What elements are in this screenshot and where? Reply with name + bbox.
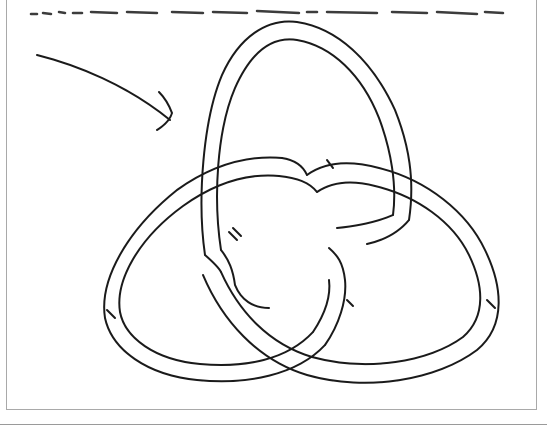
trefoil-knot [104, 21, 498, 382]
knot-image [6, 0, 537, 410]
trefoil-knot-drawing [7, 0, 537, 410]
bottom-rule [0, 424, 547, 425]
arrow-pointer [37, 55, 172, 130]
caption-fragment-marks [31, 11, 503, 14]
